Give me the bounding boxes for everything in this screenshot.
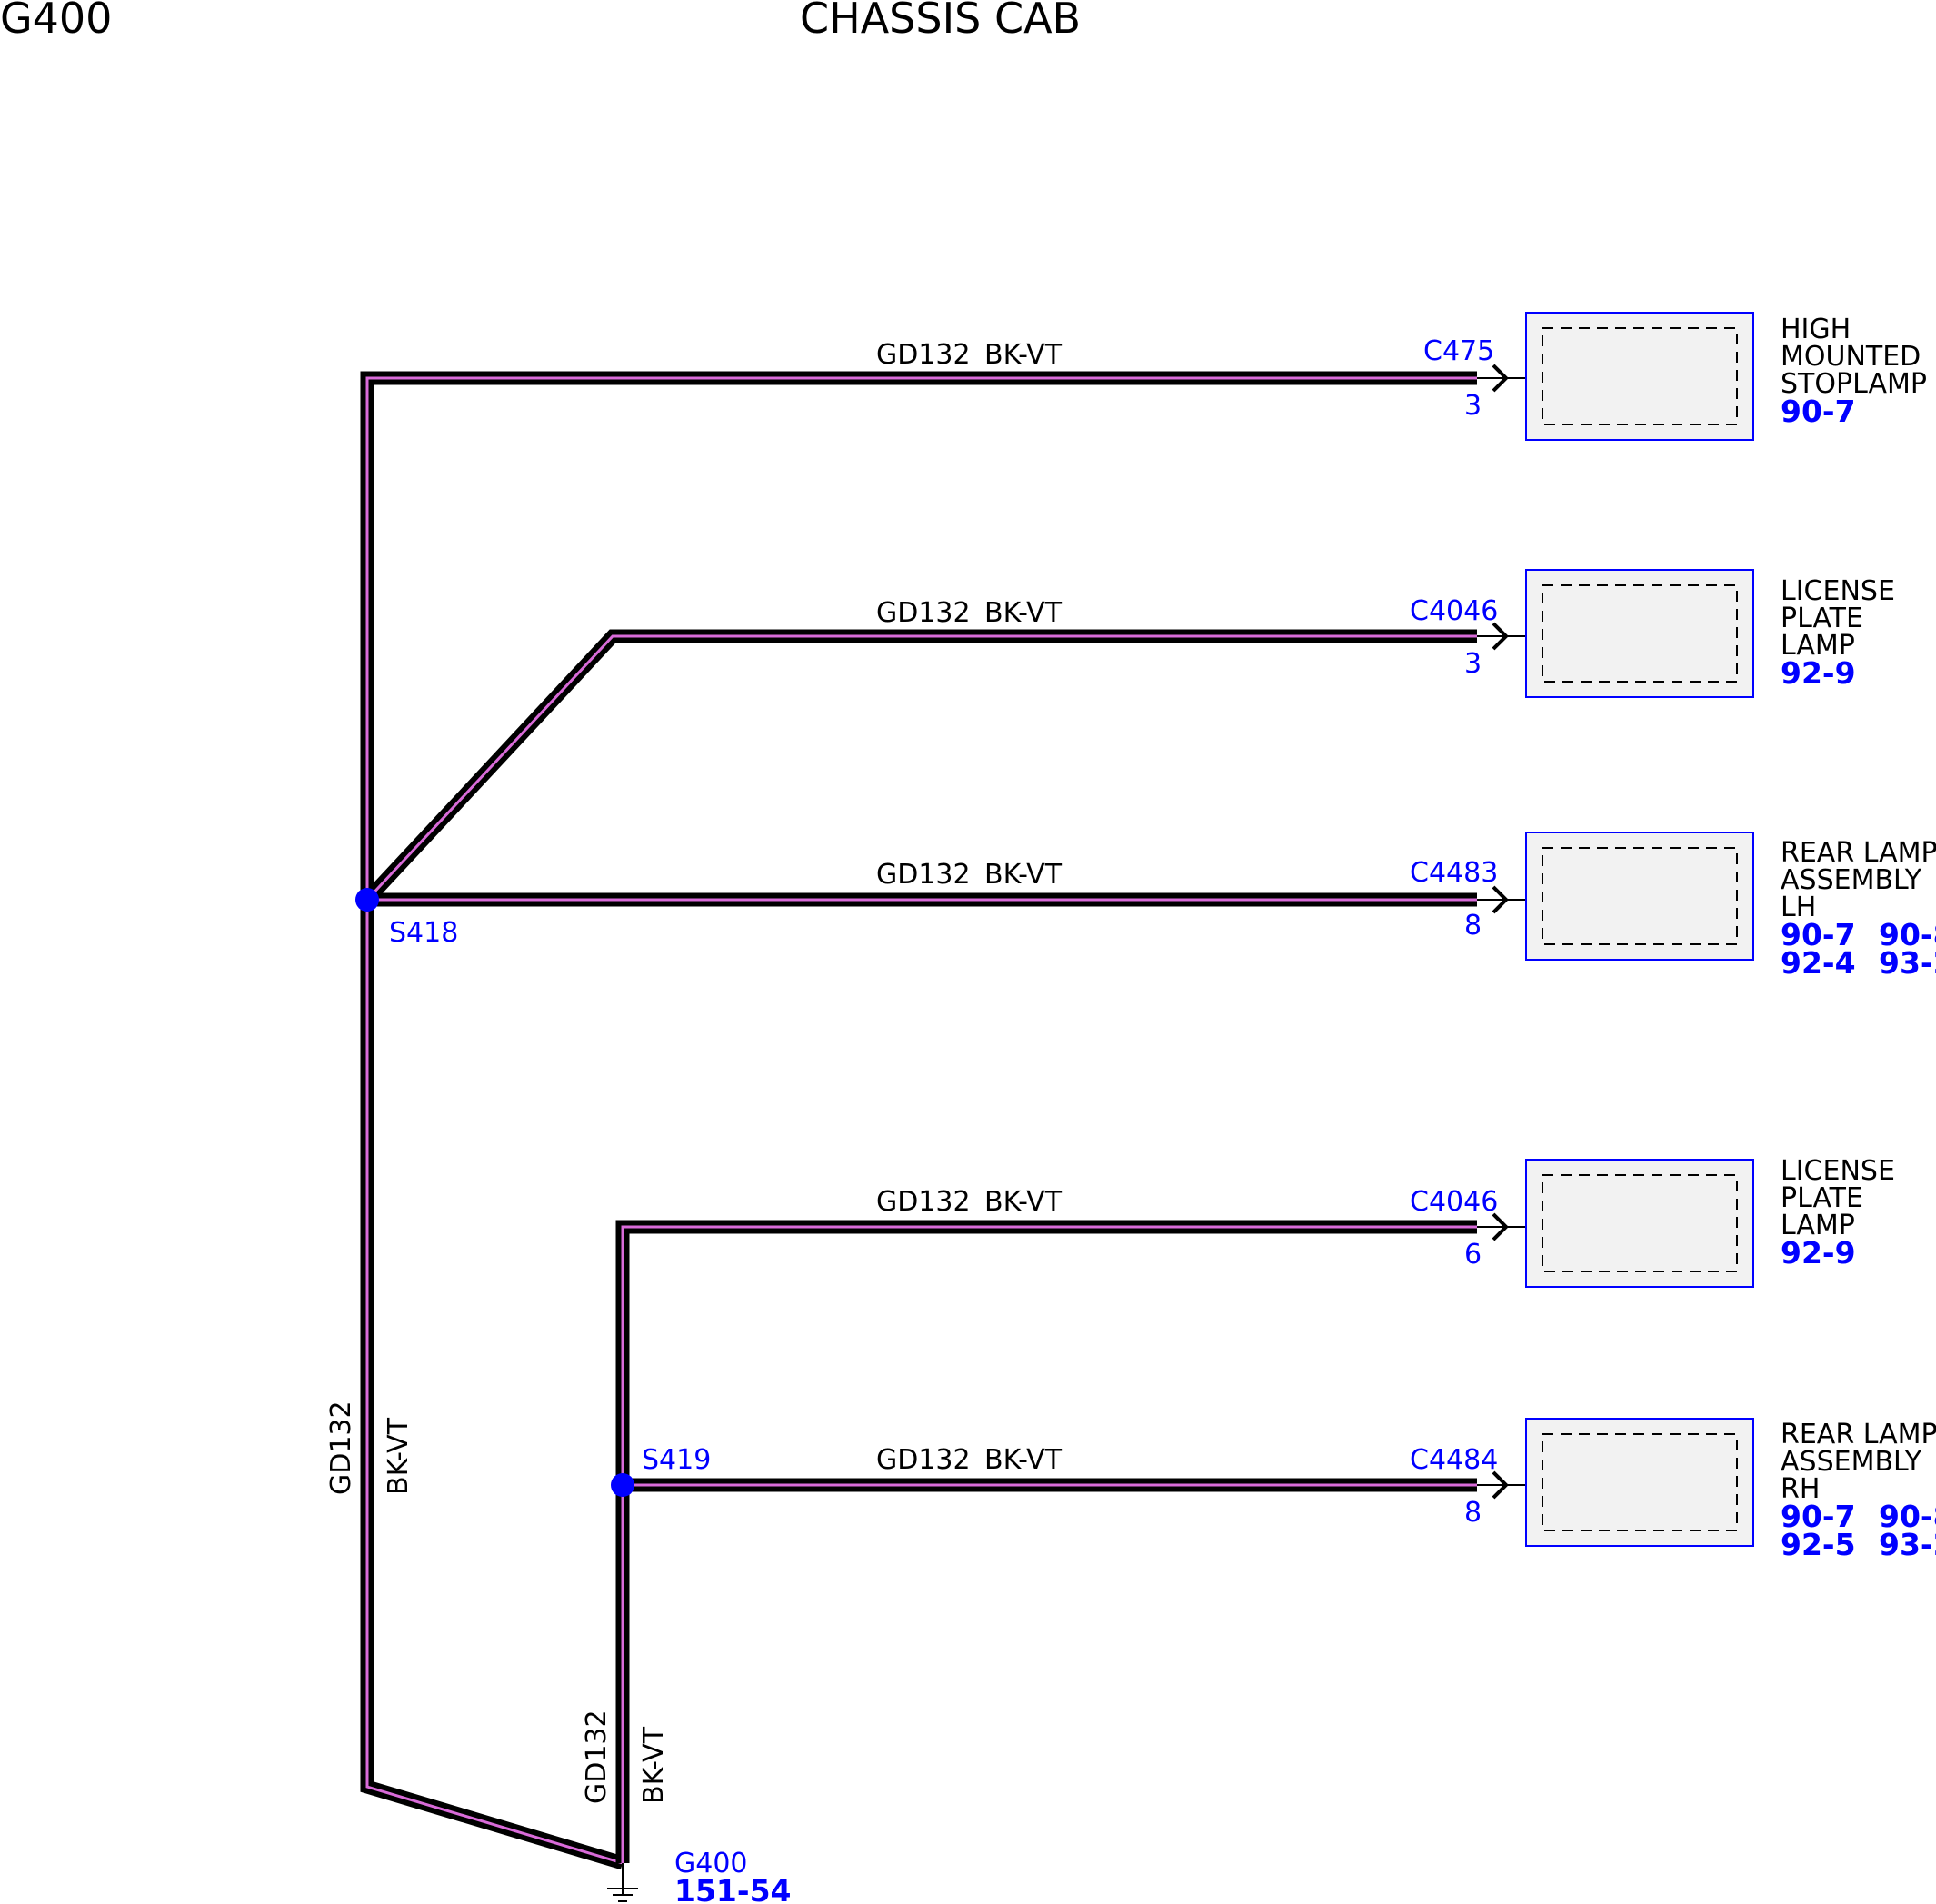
splice-label-s419: S419 xyxy=(642,1444,711,1476)
wire-color-label: BK-VT xyxy=(984,597,1063,629)
splice-dot-s418 xyxy=(355,888,379,912)
branch-c4483: C4483 8 REAR LAMP ASSEMBLY LH 90-7 90-8 … xyxy=(1410,832,1936,981)
wire-circuit-label-vertical: GD132 xyxy=(325,1401,357,1495)
component-name-line: LH xyxy=(1781,892,1816,923)
connector-label[interactable]: C4046 xyxy=(1410,1186,1498,1218)
component-name-line: PLATE xyxy=(1781,1182,1863,1214)
connector-pin: 3 xyxy=(1464,390,1482,422)
wire-circuit-label-vertical: GD132 xyxy=(581,1710,613,1804)
branch-c4046-6: C4046 6 LICENSE PLATE LAMP 92-9 xyxy=(1410,1155,1895,1288)
component-name-line: REAR LAMP xyxy=(1781,1419,1936,1450)
connector-label[interactable]: C475 xyxy=(1423,335,1494,367)
splices: S418 S419 xyxy=(355,888,711,1497)
wire-color-label: BK-VT xyxy=(984,339,1063,371)
wire-circuit-label: GD132 xyxy=(876,597,971,629)
ground-page-ref[interactable]: 151-54 xyxy=(674,1873,792,1904)
component-name-line: LICENSE xyxy=(1781,1155,1895,1187)
wire-color-label: BK-VT xyxy=(984,1444,1063,1476)
component-name-line: LICENSE xyxy=(1781,575,1895,607)
page-ref[interactable]: 90-8 xyxy=(1879,917,1936,952)
connector-pin: 6 xyxy=(1464,1239,1482,1271)
page-ref[interactable]: 93-2 xyxy=(1879,945,1936,981)
page-ref[interactable]: 92-5 xyxy=(1781,1527,1856,1562)
component-box-inner xyxy=(1542,1433,1738,1531)
page-ref[interactable]: 92-9 xyxy=(1781,655,1856,691)
wire-color-label-vertical: BK-VT xyxy=(383,1417,414,1495)
branch-c4046-3: C4046 3 LICENSE PLATE LAMP 92-9 xyxy=(1410,569,1895,698)
component-box-inner xyxy=(1542,847,1738,945)
component-box[interactable] xyxy=(1525,312,1754,441)
component-name-line: RH xyxy=(1781,1473,1820,1505)
wire-circuit-label: GD132 xyxy=(876,859,971,891)
component-name-line: ASSEMBLY xyxy=(1781,1446,1922,1478)
component-box-inner xyxy=(1542,584,1738,683)
connector-label[interactable]: C4483 xyxy=(1410,857,1498,889)
page-ref[interactable]: 92-9 xyxy=(1781,1235,1856,1271)
component-name-line: ASSEMBLY xyxy=(1781,864,1922,896)
ground-label: G400 xyxy=(674,1848,748,1879)
component-name-line: MOUNTED xyxy=(1781,341,1921,373)
branch-c475: C475 3 HIGH MOUNTED STOPLAMP 90-7 xyxy=(1423,312,1927,441)
page-ref[interactable]: 90-7 xyxy=(1781,394,1856,429)
connector-pin: 3 xyxy=(1464,648,1482,680)
component-box[interactable] xyxy=(1525,1418,1754,1547)
component-name-line: HIGH xyxy=(1781,314,1851,345)
page-ref[interactable]: 92-4 xyxy=(1781,945,1856,981)
ground-g400: G400 151-54 xyxy=(607,1848,792,1904)
component-box[interactable] xyxy=(1525,569,1754,698)
splice-dot-s419 xyxy=(611,1473,634,1497)
component-name-line: REAR LAMP xyxy=(1781,837,1936,869)
splice-label-s418: S418 xyxy=(389,917,458,949)
wire-color-label: BK-VT xyxy=(984,859,1063,891)
wire-labels: GD132 BK-VT GD132 BK-VT GD132 BK-VT GD13… xyxy=(325,339,1063,1804)
diagram-variant-title: CHASSIS CAB xyxy=(800,0,1081,43)
branch-c4484: C4484 8 REAR LAMP ASSEMBLY RH 90-7 90-8 … xyxy=(1410,1418,1936,1562)
wire-segments xyxy=(360,371,1477,1870)
wire-color-label: BK-VT xyxy=(984,1186,1063,1218)
component-name-line: LAMP xyxy=(1781,630,1855,662)
connector-label[interactable]: C4484 xyxy=(1410,1444,1498,1476)
component-box-inner xyxy=(1542,327,1738,425)
page-ref[interactable]: 90-8 xyxy=(1879,1499,1936,1534)
diagram-location-label: G400 xyxy=(0,0,112,43)
component-name-line: LAMP xyxy=(1781,1210,1855,1241)
wire-circuit-label: GD132 xyxy=(876,339,971,371)
component-box[interactable] xyxy=(1525,1159,1754,1288)
connector-label[interactable]: C4046 xyxy=(1410,595,1498,627)
connector-pin: 8 xyxy=(1464,1497,1482,1529)
page-ref[interactable]: 90-7 xyxy=(1781,1499,1856,1534)
component-box-inner xyxy=(1542,1174,1738,1272)
connector-pin: 8 xyxy=(1464,910,1482,942)
component-name-line: STOPLAMP xyxy=(1781,368,1927,400)
page-ref[interactable]: 93-2 xyxy=(1879,1527,1936,1562)
wire-color-label-vertical: BK-VT xyxy=(638,1726,670,1804)
component-box[interactable] xyxy=(1525,832,1754,961)
page-ref[interactable]: 90-7 xyxy=(1781,917,1856,952)
component-name-line: PLATE xyxy=(1781,603,1863,634)
wire-circuit-label: GD132 xyxy=(876,1444,971,1476)
wire-circuit-label: GD132 xyxy=(876,1186,971,1218)
